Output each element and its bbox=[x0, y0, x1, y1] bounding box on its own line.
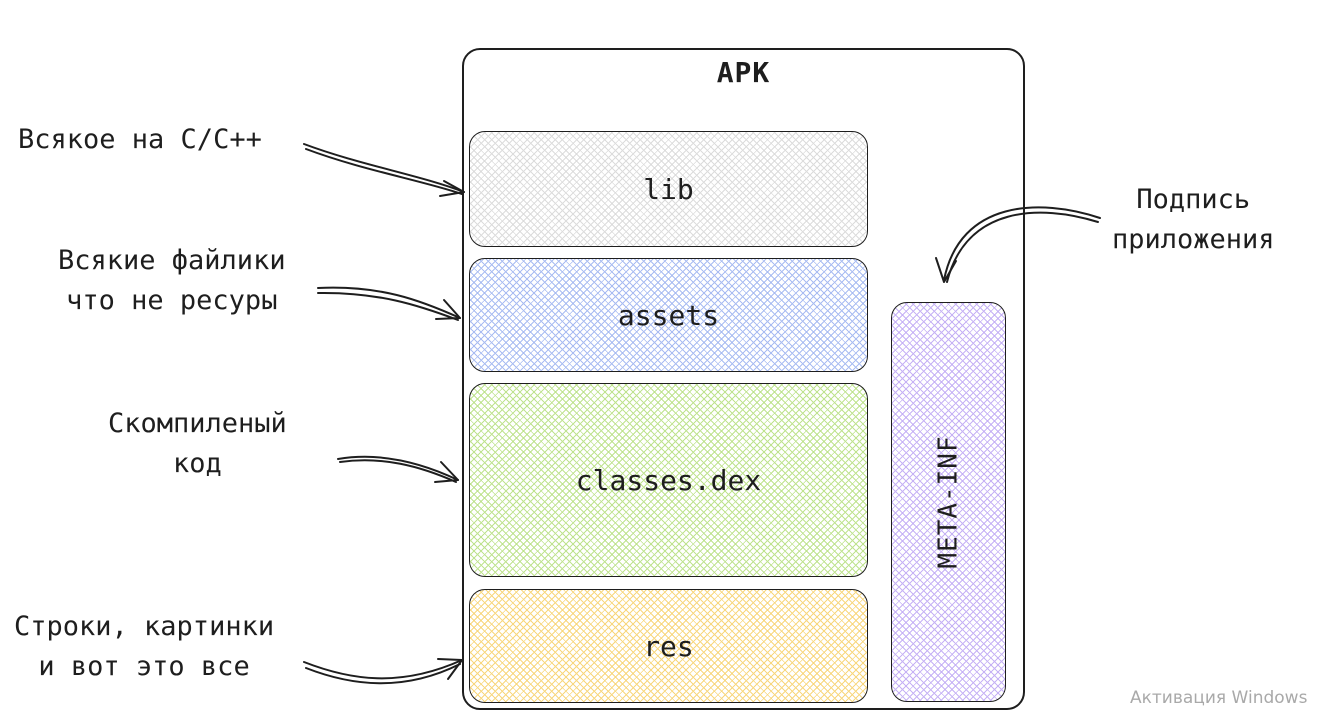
assets-annotation: Всякие файлики что не ресуры bbox=[58, 245, 286, 316]
classes-dex-section: classes.dex bbox=[469, 383, 868, 577]
assets-arrow bbox=[317, 286, 461, 321]
assets-label: assets bbox=[617, 298, 720, 332]
meta-inf-arrow bbox=[935, 206, 1101, 283]
lib-label: lib bbox=[643, 172, 694, 206]
lib-arrow bbox=[303, 143, 465, 197]
classes-dex-label: classes.dex bbox=[575, 463, 762, 497]
lib-section: lib bbox=[469, 131, 868, 247]
res-annotation: Строки, картинки и вот это все bbox=[14, 611, 275, 682]
lib-annotation: Всякое на C/C++ bbox=[18, 124, 262, 155]
meta-inf-annotation: Подпись приложения bbox=[1112, 184, 1275, 255]
apk-container bbox=[462, 48, 1025, 710]
meta-inf-section: META-INF bbox=[891, 302, 1006, 702]
classes-arrow bbox=[337, 455, 459, 483]
assets-section: assets bbox=[469, 258, 868, 372]
res-section: res bbox=[469, 589, 868, 703]
windows-activation-watermark: Активация Windows bbox=[1130, 688, 1308, 708]
apk-title: APK bbox=[716, 56, 771, 89]
res-arrow bbox=[303, 658, 463, 685]
classes-annotation: Скомпиленый код bbox=[108, 408, 287, 479]
res-label: res bbox=[643, 629, 694, 663]
